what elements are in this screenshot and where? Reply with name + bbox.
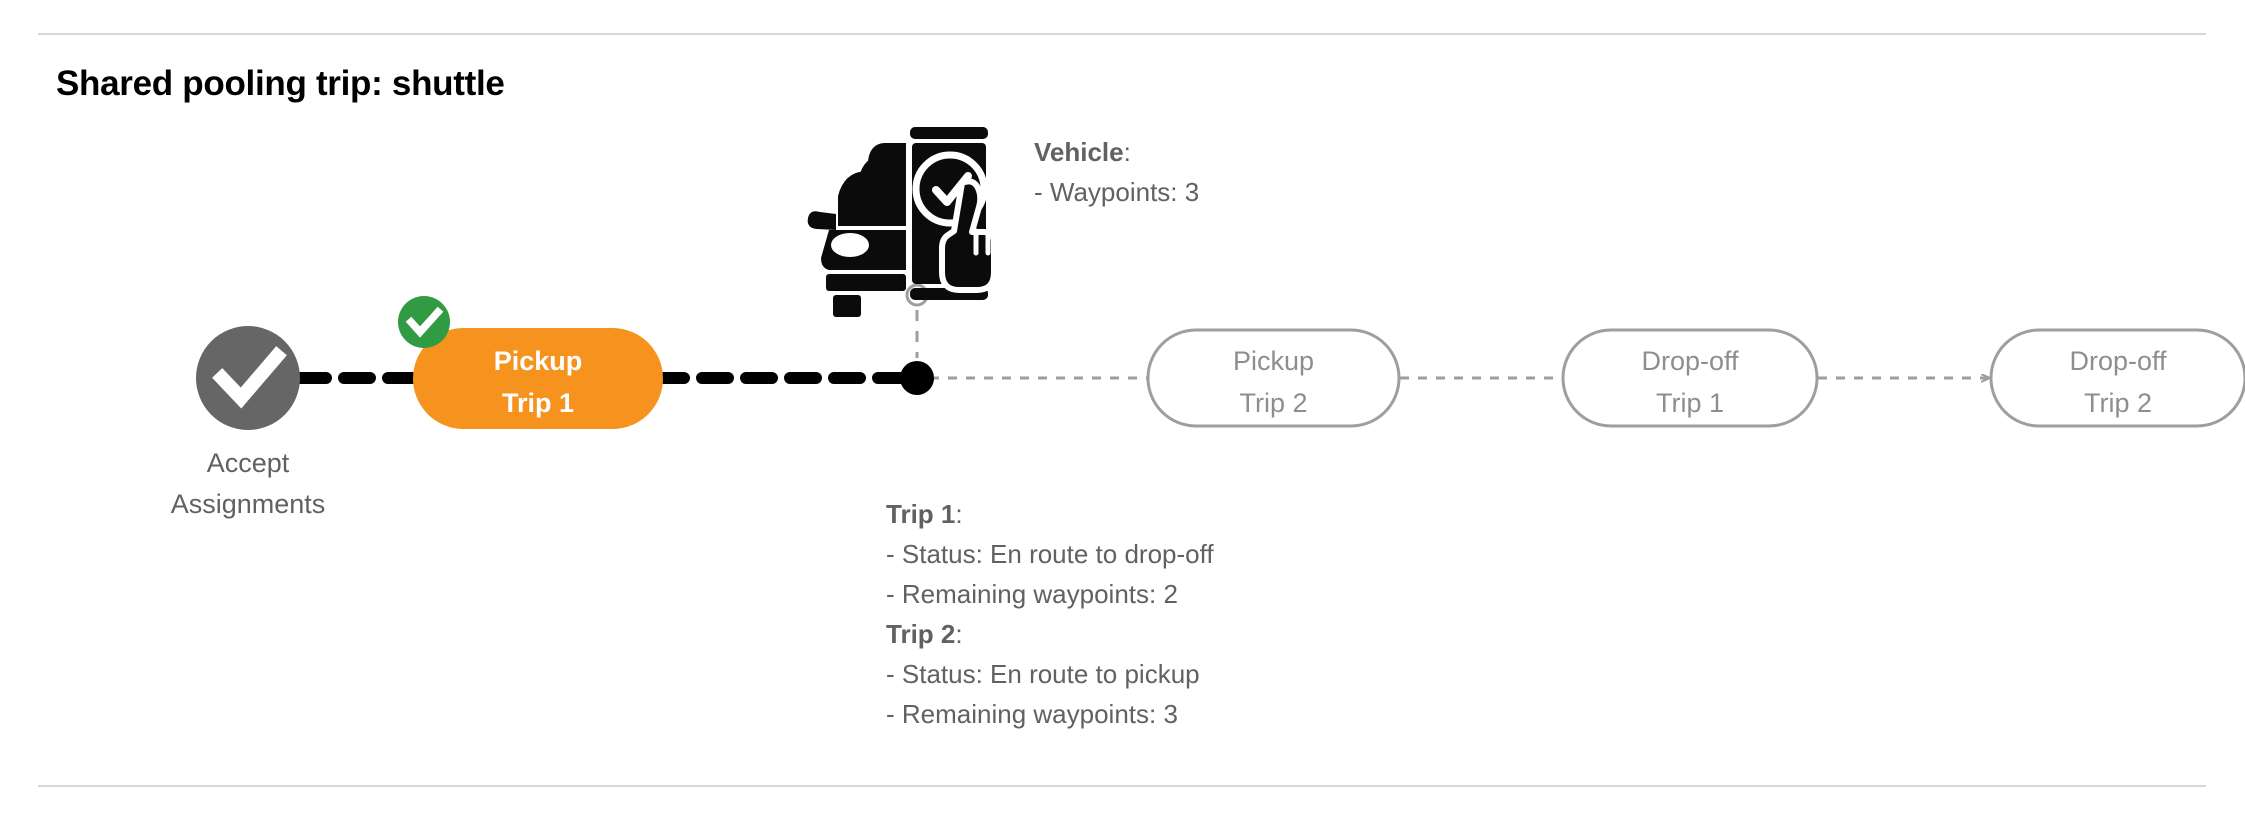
node-label-accept-assignments: Accept Assignments bbox=[108, 443, 388, 525]
vehicle-callout-heading: Vehicle: bbox=[1034, 132, 1199, 172]
step-pickup-trip-1[interactable] bbox=[413, 328, 663, 429]
step-pickup-trip-2[interactable] bbox=[1146, 328, 1401, 428]
check-badge-icon[interactable] bbox=[398, 296, 450, 348]
bottom-divider bbox=[38, 785, 2206, 787]
vehicle-callout: Vehicle: - Waypoints: 3 bbox=[1034, 132, 1199, 212]
trip-2-heading-text: Trip 2 bbox=[886, 619, 956, 649]
trip-2-heading: Trip 2: bbox=[886, 614, 1214, 654]
car-glyph bbox=[807, 143, 906, 317]
vehicle-position-dot bbox=[900, 361, 934, 395]
node-accept-assignments[interactable] bbox=[196, 326, 300, 430]
trip-1-heading-text: Trip 1 bbox=[886, 499, 956, 529]
accept-label-line-2: Assignments bbox=[170, 489, 326, 519]
step-drop-off-trip-2[interactable] bbox=[1989, 328, 2245, 428]
trips-callout: Trip 1: - Status: En route to drop-off -… bbox=[886, 494, 1214, 734]
phone-glyph bbox=[910, 127, 988, 300]
trip-2-heading-suffix: : bbox=[955, 619, 963, 649]
vehicle-callout-heading-text: Vehicle bbox=[1034, 137, 1124, 167]
pointing-hand-glyph bbox=[939, 178, 1003, 293]
vehicle-callout-heading-suffix: : bbox=[1123, 137, 1131, 167]
trip-1-heading-suffix: : bbox=[955, 499, 963, 529]
trip-1-heading: Trip 1: bbox=[886, 494, 1214, 534]
vehicle-position-marker bbox=[900, 283, 934, 395]
vehicle-callout-line: - Waypoints: 3 bbox=[1034, 177, 1200, 207]
check-circle-icon bbox=[212, 346, 287, 409]
trip-2-status-line: - Status: En route to pickup bbox=[886, 659, 1200, 689]
accept-label-line-1: Accept bbox=[206, 448, 290, 478]
top-divider bbox=[38, 33, 2206, 35]
page-title: Shared pooling trip: shuttle bbox=[56, 64, 505, 103]
check-circle-on-phone bbox=[912, 151, 988, 227]
trip-2-waypoints-line: - Remaining waypoints: 3 bbox=[886, 699, 1178, 729]
step-drop-off-trip-1[interactable] bbox=[1561, 328, 1819, 428]
trip-1-waypoints-line: - Remaining waypoints: 2 bbox=[886, 579, 1178, 609]
car-phone-check-icon bbox=[807, 127, 1003, 317]
position-hollow-circle-icon bbox=[905, 283, 929, 307]
trip-1-status-line: - Status: En route to drop-off bbox=[886, 539, 1214, 569]
